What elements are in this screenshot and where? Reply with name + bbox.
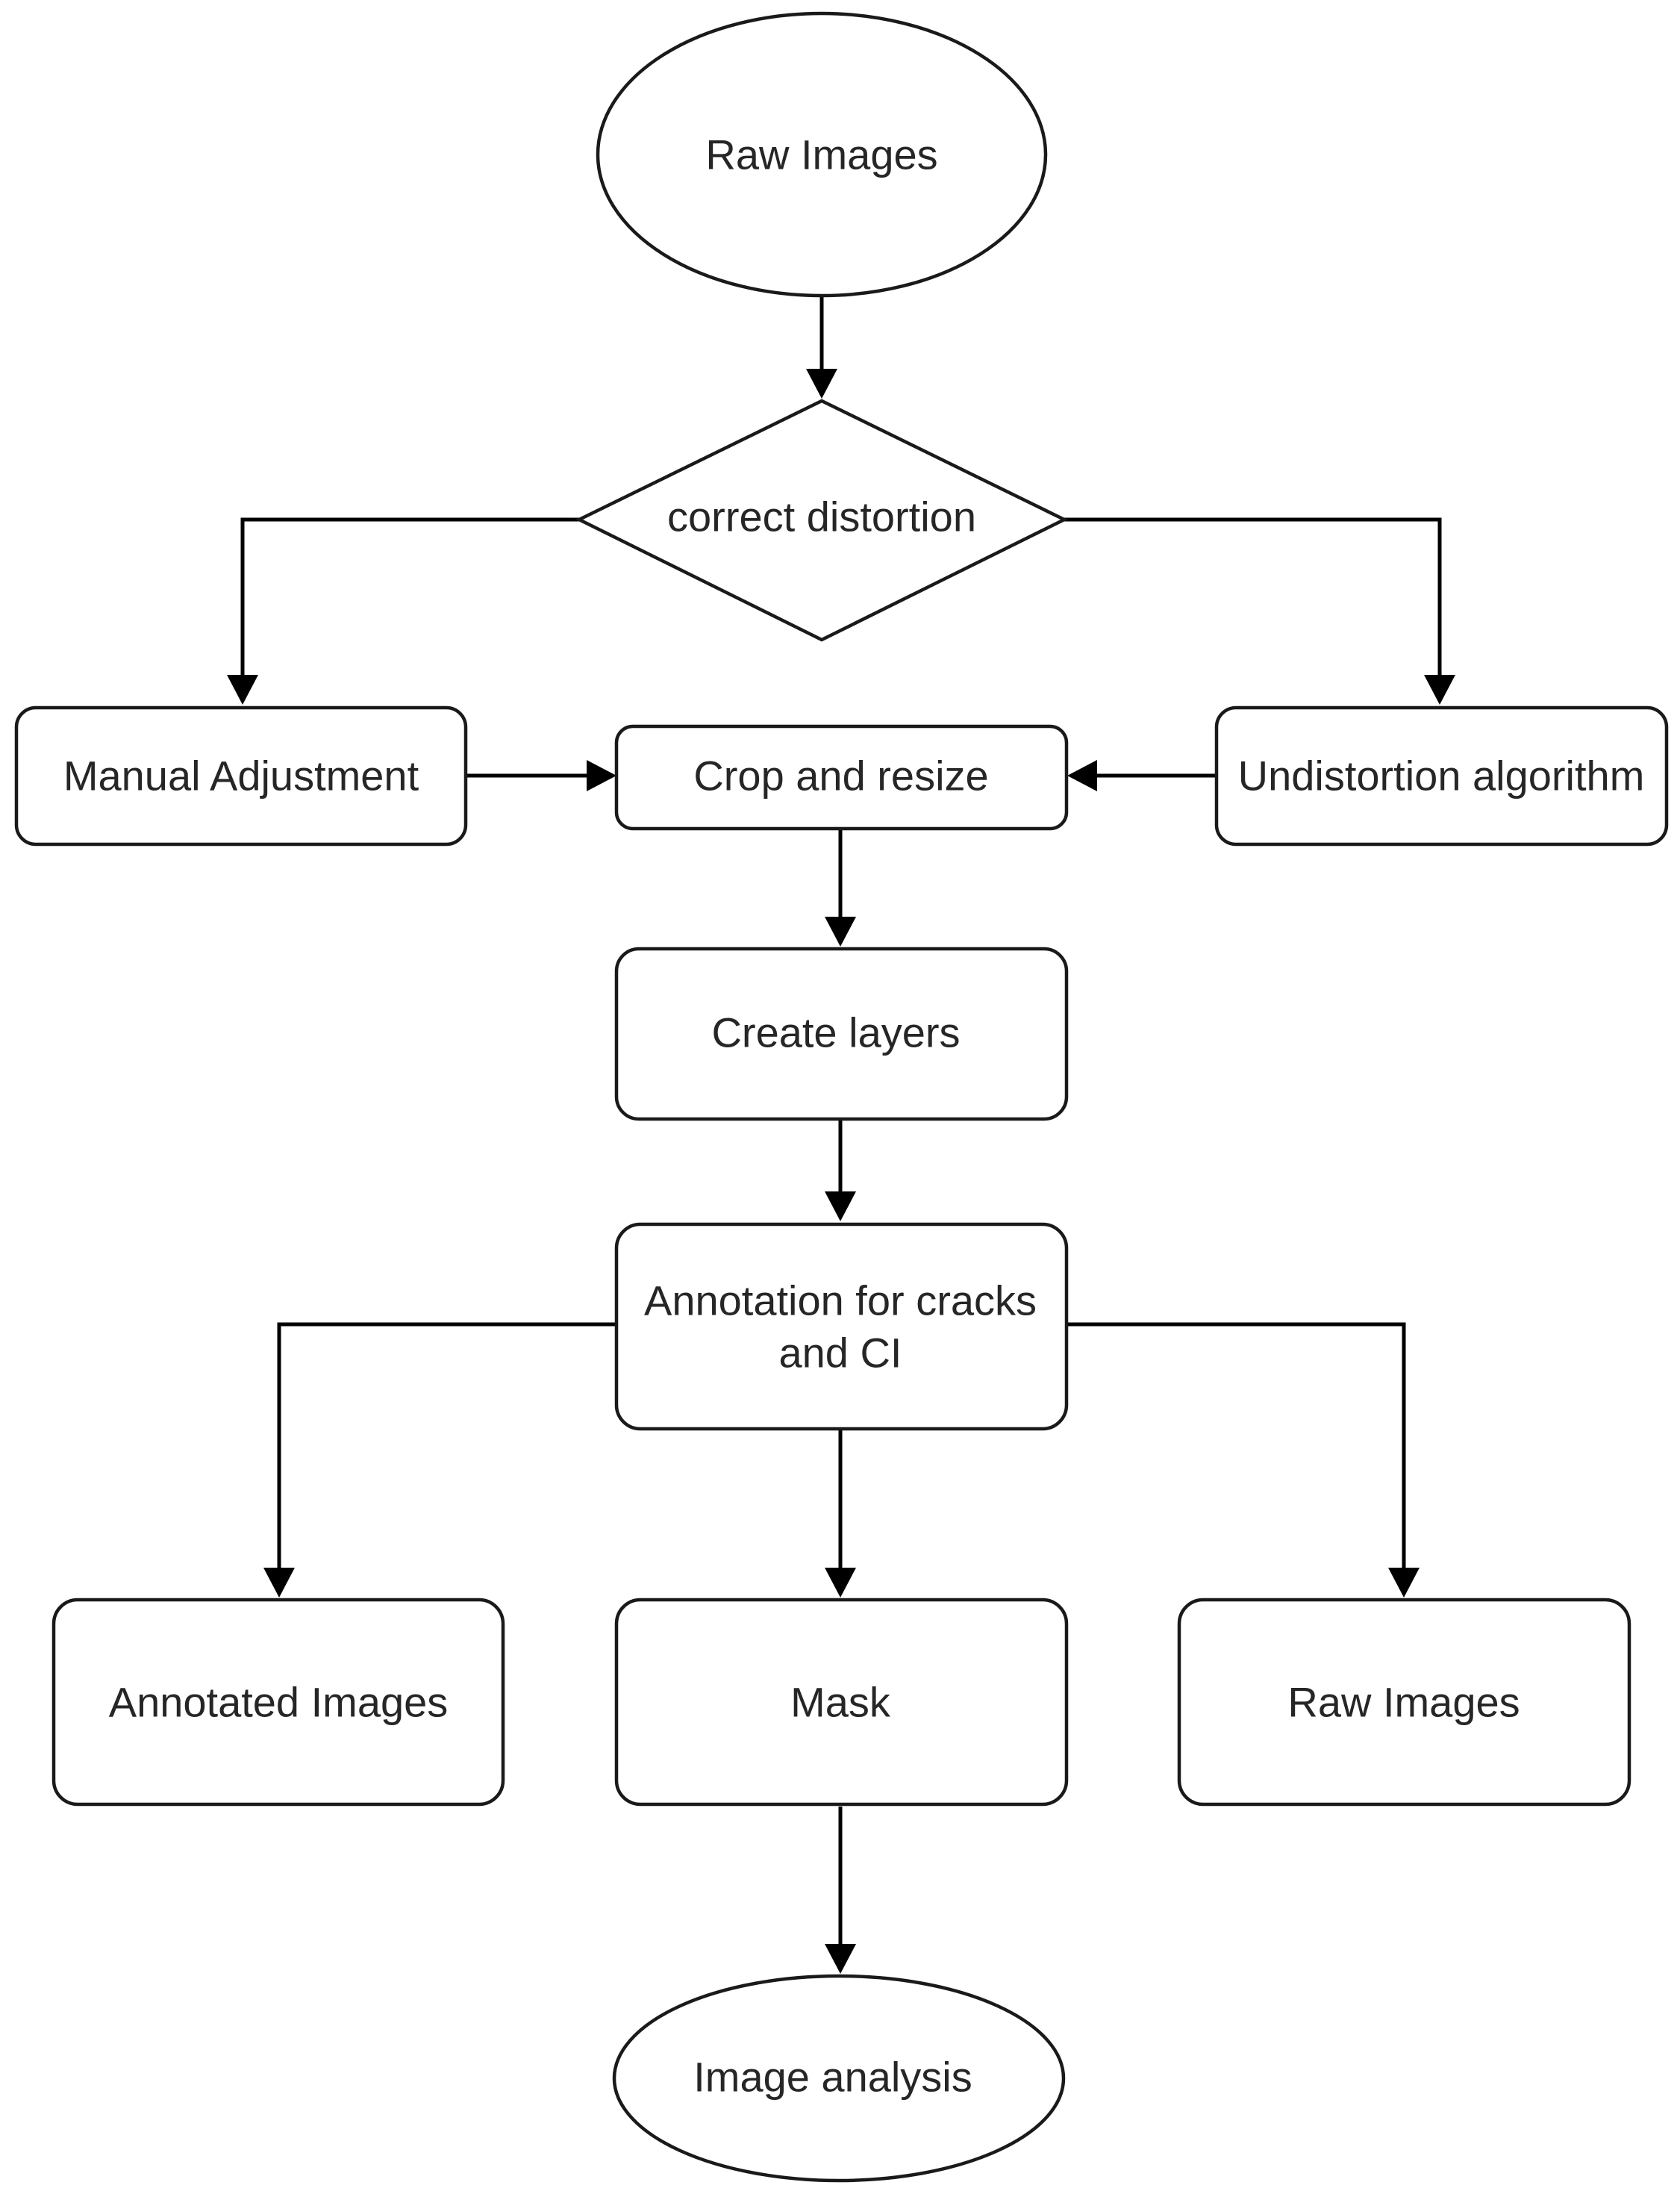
node-label: Mask [790,1679,891,1726]
node-crop-and-resize: Crop and resize [614,724,1069,831]
diamond-shape [575,399,1069,642]
arrowhead-annotation-to-mask [825,1568,856,1598]
node-undistortion-algorithm: Undistortion algorithm [1214,705,1669,847]
arrowhead-raw-to-distortion [806,369,837,399]
arrowhead-mask-to-analysis [825,1944,856,1974]
node-annotated-images: Annotated Images [51,1598,505,1807]
node-raw-images-output: Raw Images [1177,1598,1631,1807]
node-label: Image analysis [693,2054,972,2101]
box-shape [1177,1598,1631,1807]
box-shape [51,1598,505,1807]
edge-annotation-to-annotated [277,1322,616,1581]
ellipse-shape [612,1974,1066,2183]
node-label: Crop and resize [693,752,988,800]
arrowhead-annotation-to-annotated [263,1568,295,1598]
box-shape [614,724,1069,831]
arrowhead-manual-to-crop [587,760,616,791]
arrowhead-crop-to-layers [825,917,856,947]
node-label-line2: and CI [779,1330,902,1377]
node-label: Annotated Images [109,1679,449,1726]
node-label: Raw Images [1287,1679,1520,1726]
node-annotation: Annotation for cracks and CI [614,1222,1069,1431]
box-shape [614,1598,1069,1807]
edge-distortion-to-undistortion [1063,517,1442,688]
edge-distortion-to-manual [240,517,581,688]
node-manual-adjustment: Manual Adjustment [14,705,468,847]
edge-annotation-to-raw-output [1066,1322,1406,1581]
node-correct-distortion: correct distortion [575,399,1069,642]
edges [227,297,1455,1974]
node-image-analysis: Image analysis [612,1974,1066,2183]
node-create-layers: Create layers [614,947,1069,1121]
node-label: Raw Images [705,131,937,178]
box-shape [14,705,468,847]
node-label: correct distortion [667,493,976,540]
node-raw-images-start: Raw Images [596,11,1048,298]
node-label: Manual Adjustment [63,752,419,800]
ellipse-shape [596,11,1048,298]
node-label: Undistortion algorithm [1238,752,1645,800]
arrowhead-distortion-to-undistortion [1424,675,1455,705]
box-shape [614,1222,1069,1431]
arrowhead-layers-to-annotation [825,1191,856,1221]
node-label-line1: Annotation for cracks [644,1277,1037,1324]
node-mask: Mask [614,1598,1069,1807]
node-label: Create layers [711,1009,960,1056]
arrowhead-undistortion-to-crop [1067,760,1097,791]
arrowhead-annotation-to-raw-output [1388,1568,1420,1598]
arrowhead-distortion-to-manual [227,675,258,705]
box-shape [1214,705,1669,847]
box-shape [614,947,1069,1121]
